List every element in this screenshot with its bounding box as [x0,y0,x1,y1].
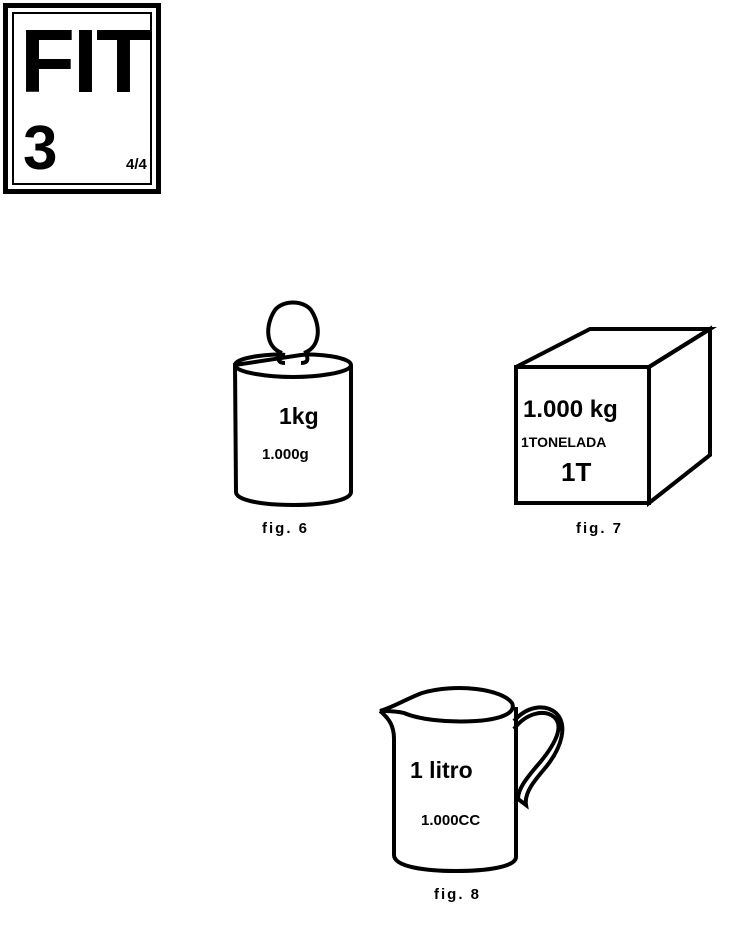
figure-8-caption: fig. 8 [434,886,481,903]
jug-handle [514,707,562,805]
weight-ring-handle [268,303,318,354]
cube-sub-label: 1TONELADA [521,434,606,450]
badge-number: 3 [23,118,57,180]
weight-top-rim [235,354,351,377]
cube-main-label: 1.000 kg [523,396,618,424]
figure-7-caption: fig. 7 [576,520,623,537]
figure-6-caption: fig. 6 [262,520,309,537]
jug-body [380,707,516,871]
badge-code: FIT [20,22,149,102]
fit-badge: FIT 3 4/4 [3,3,161,194]
weight-body [235,365,351,505]
cube-symbol-label: 1T [561,457,591,488]
weight-main-label: 1kg [279,403,319,430]
jug-sub-label: 1.000CC [421,812,480,829]
weight-sub-label: 1.000g [262,446,309,463]
jug-rim [380,688,513,721]
cube-side-face [649,329,710,503]
badge-fraction: 4/4 [126,156,147,173]
jug-main-label: 1 litro [410,757,473,784]
